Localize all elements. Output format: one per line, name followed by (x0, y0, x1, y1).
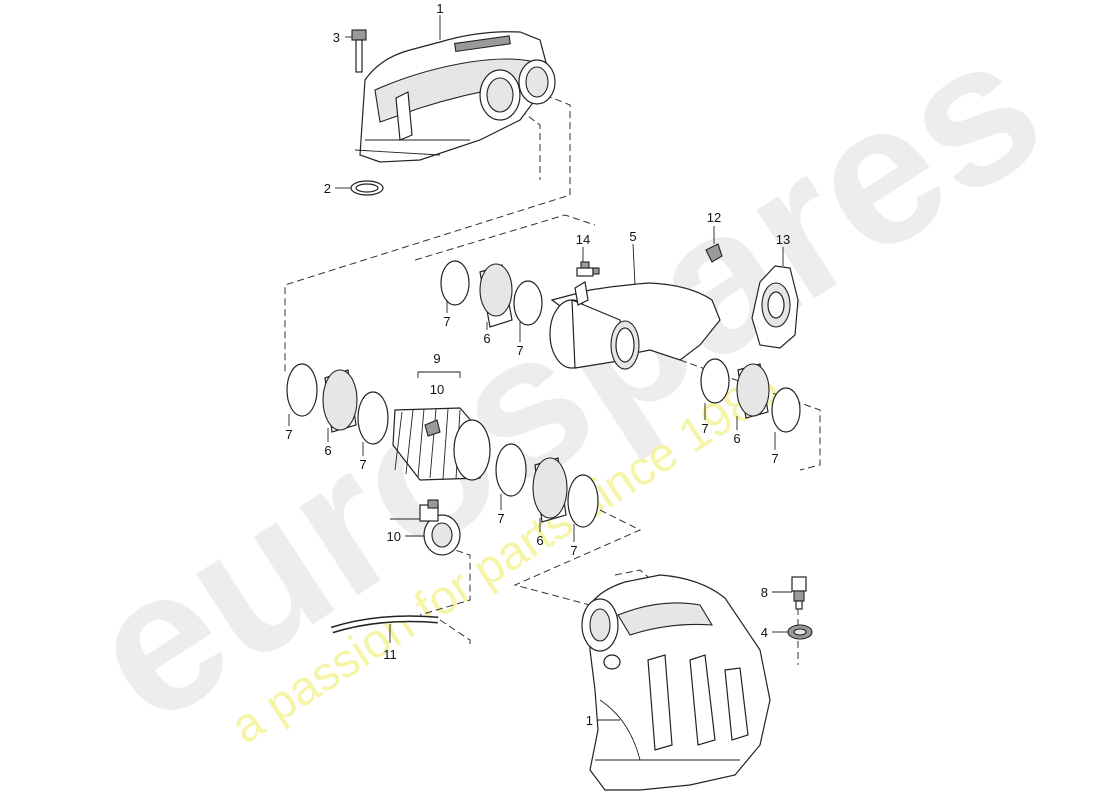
watermark: eurospares a passion for parts since 198… (52, 0, 1078, 766)
intake-plenum-top (354, 31, 556, 163)
callout-11: 11 (383, 647, 397, 662)
leader-lines (288, 15, 792, 721)
bolt (351, 29, 367, 73)
callout-6-b: 6 (324, 443, 331, 458)
watermark-brand: eurospares (52, 0, 1078, 766)
gasket-ring (350, 180, 384, 196)
callout-7-h: 7 (771, 451, 778, 466)
callout-8: 8 (761, 585, 768, 600)
callout-1-bottom: 1 (586, 713, 593, 728)
intake-manifold-bottom (581, 574, 771, 791)
callout-13: 13 (776, 232, 790, 247)
callout-7-c: 7 (285, 427, 292, 442)
air-duct-elbow (549, 281, 721, 370)
callout-7-e: 7 (497, 511, 504, 526)
callout-9: 9 (433, 351, 440, 366)
callout-7-f: 7 (570, 543, 577, 558)
callout-7-g: 7 (701, 421, 708, 436)
callout-12: 12 (707, 210, 721, 225)
callout-6-d: 6 (733, 431, 740, 446)
callout-7-d: 7 (359, 457, 366, 472)
temperature-sensor (791, 576, 807, 610)
sensor-connector (705, 243, 723, 263)
vacuum-hose (330, 615, 439, 634)
rubber-grommet (787, 624, 813, 640)
callout-6-a: 6 (483, 331, 490, 346)
callout-labels: 1 3 2 12 14 5 13 7 6 7 9 10 7 6 7 7 6 7 … (285, 1, 790, 728)
callout-14: 14 (576, 232, 590, 247)
callout-6-c: 6 (536, 533, 543, 548)
vent-valve (576, 261, 600, 277)
callout-5: 5 (629, 229, 636, 244)
callout-2: 2 (324, 181, 331, 196)
assembly-lines (284, 94, 821, 665)
control-valve (419, 499, 461, 556)
bellows-hose (392, 407, 491, 481)
callout-7-a: 7 (443, 314, 450, 329)
callout-4: 4 (761, 625, 768, 640)
callout-1-top: 1 (436, 1, 443, 16)
hose-clamps (286, 260, 801, 528)
coupling-sleeves (322, 263, 770, 523)
callout-10-bracket: 10 (430, 382, 444, 397)
callout-7-b: 7 (516, 343, 523, 358)
callout-3: 3 (333, 30, 340, 45)
callout-10-valve: 10 (387, 529, 401, 544)
throttle-body (751, 265, 799, 349)
